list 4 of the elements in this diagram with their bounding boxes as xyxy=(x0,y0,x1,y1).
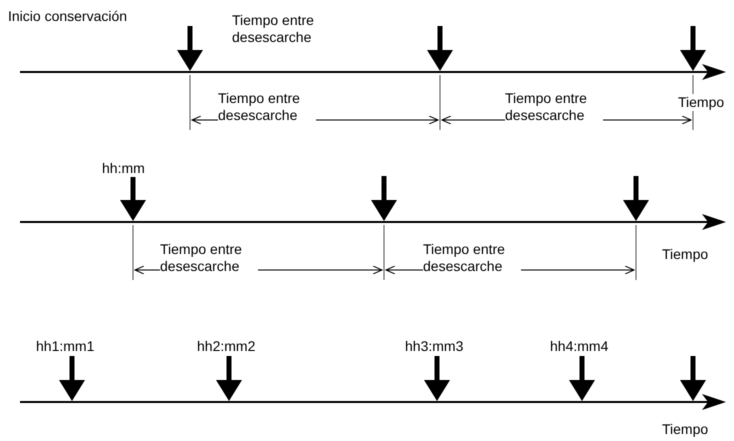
axis-label: Tiempo xyxy=(678,94,724,111)
axis-label: Tiempo xyxy=(662,246,708,263)
axis-label: Tiempo xyxy=(662,421,708,438)
time-label: hh:mm xyxy=(102,160,145,177)
